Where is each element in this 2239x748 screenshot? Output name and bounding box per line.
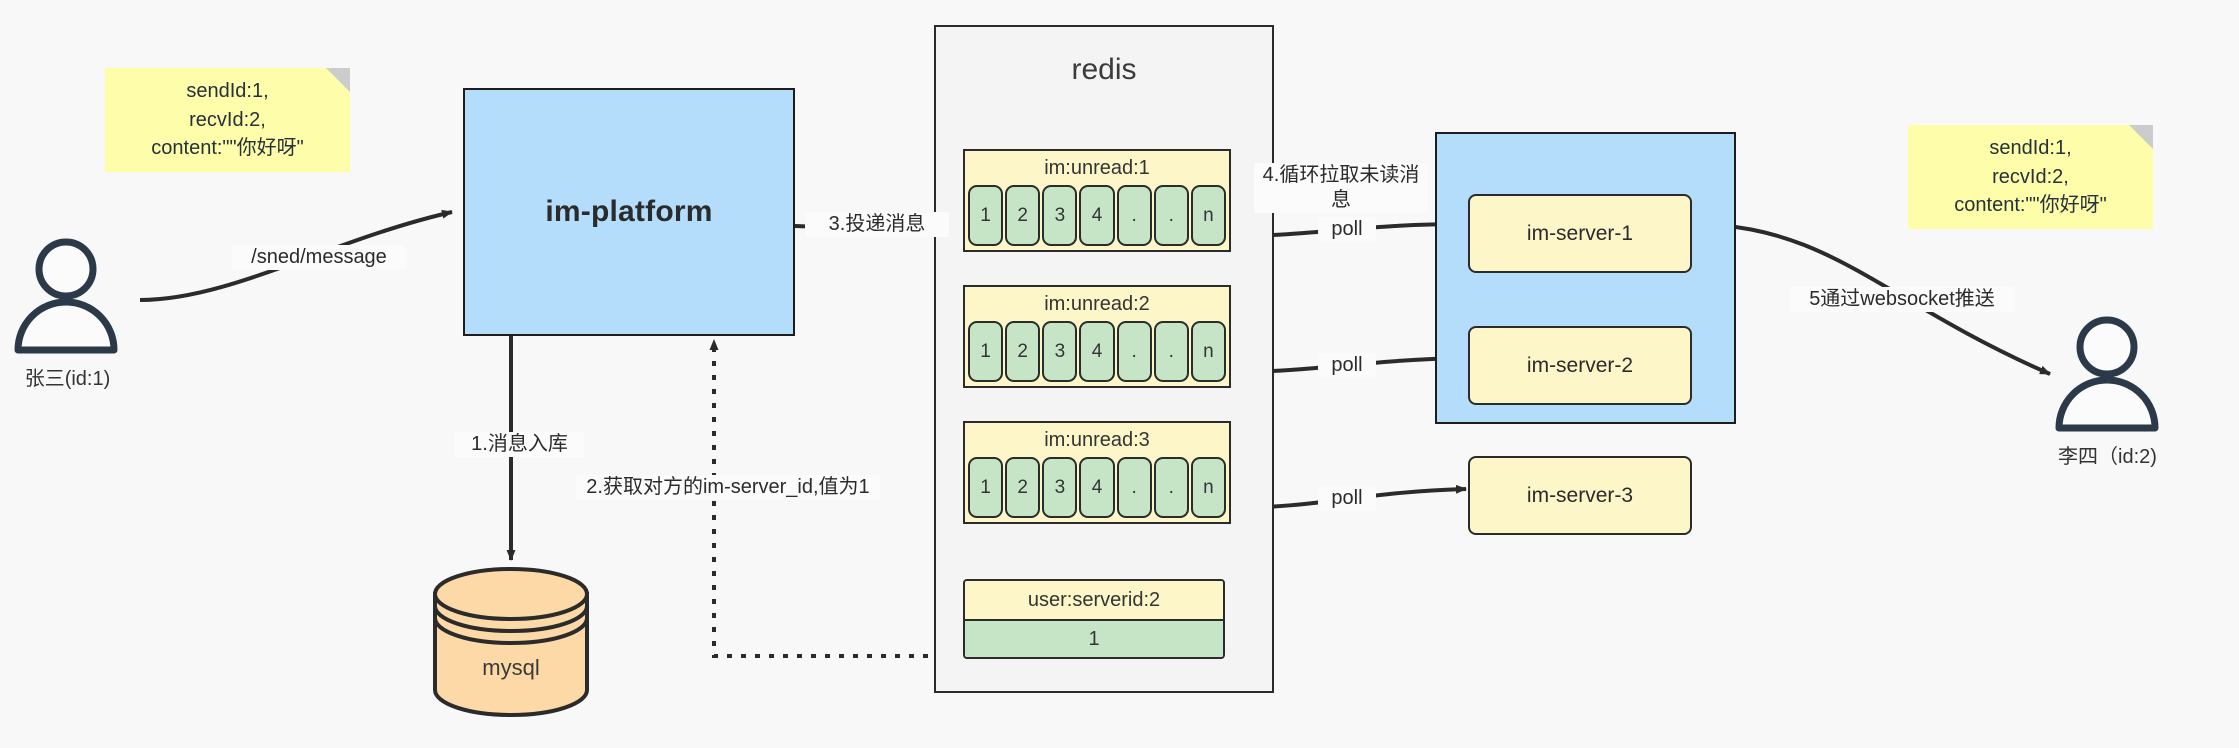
sender-actor-label: 张三(id:1) (24, 368, 111, 390)
edge-label-step2: 2.获取对方的im-server_id,值为1 (576, 475, 880, 500)
redis-cell[interactable]: . (1153, 185, 1189, 246)
redis-cell[interactable]: 3 (1042, 185, 1078, 246)
im-server-1-node[interactable]: im-server-1 (1468, 194, 1692, 273)
redis-title: redis (1071, 53, 1137, 86)
im-server-2-label: im-server-2 (1526, 353, 1634, 377)
redis-kv-value: 1 (965, 619, 1223, 657)
redis-cell[interactable]: 3 (1042, 457, 1078, 518)
mysql-cylinder-icon (433, 567, 589, 717)
im-server-1-label: im-server-1 (1526, 221, 1634, 245)
im-platform-label: im-platform (545, 195, 713, 228)
note-left-message-payload: sendId:1, recvId:2, content:""你好呀" (105, 68, 350, 172)
redis-cell[interactable]: . (1116, 185, 1152, 246)
receiver-actor-icon (2055, 316, 2159, 432)
redis-cell[interactable]: n (1190, 321, 1226, 382)
im-server-2-node[interactable]: im-server-2 (1468, 326, 1692, 405)
edge-label-step5: 5通过websocket推送 (1790, 287, 2014, 312)
edge-label-poll-2: poll (1318, 353, 1376, 378)
redis-cell[interactable]: . (1116, 321, 1152, 382)
im-platform-node[interactable]: im-platform (463, 88, 795, 336)
edge-label-step4: 4.循环拉取未读消 息 (1254, 163, 1428, 213)
redis-kv-user-serverid[interactable]: user:serverid:2 1 (963, 579, 1225, 659)
redis-kv-key: user:serverid:2 (965, 581, 1223, 619)
redis-container: redis im:unread:1 1 2 3 4 . . n im:unrea… (934, 25, 1274, 693)
edge-label-step3: 3.投递消息 (805, 212, 949, 237)
redis-cell[interactable]: n (1190, 185, 1226, 246)
redis-cell[interactable]: 1 (968, 321, 1004, 382)
redis-cell-row: 1 2 3 4 . . n (968, 185, 1226, 246)
note-right-text: sendId:1, recvId:2, content:""你好呀" (1954, 137, 2107, 217)
redis-key-name: im:unread:2 (1044, 293, 1150, 315)
redis-cell[interactable]: 1 (968, 457, 1004, 518)
redis-cell[interactable]: 2 (1005, 185, 1041, 246)
edge-step2-serverid (709, 339, 956, 658)
redis-cell[interactable]: . (1153, 321, 1189, 382)
redis-key-name: im:unread:1 (1044, 157, 1150, 179)
redis-cell[interactable]: . (1153, 457, 1189, 518)
note-right-message-payload: sendId:1, recvId:2, content:""你好呀" (1908, 125, 2153, 229)
edge-label-send-message: /sned/message (232, 245, 406, 270)
redis-cell[interactable]: 4 (1079, 457, 1115, 518)
note-left-text: sendId:1, recvId:2, content:""你好呀" (151, 80, 304, 160)
edge-step5-websocket (1689, 222, 2051, 376)
redis-cell[interactable]: n (1190, 457, 1226, 518)
redis-key-group-im-unread-2[interactable]: im:unread:2 1 2 3 4 . . n (963, 285, 1231, 388)
sender-actor-icon (14, 238, 118, 354)
edge-label-step1: 1.消息入库 (455, 432, 584, 457)
redis-cell[interactable]: . (1116, 457, 1152, 518)
redis-cell[interactable]: 4 (1079, 321, 1115, 382)
edge-label-poll-1: poll (1318, 217, 1376, 242)
redis-cell[interactable]: 1 (968, 185, 1004, 246)
redis-cell[interactable]: 2 (1005, 457, 1041, 518)
redis-cell-row: 1 2 3 4 . . n (968, 457, 1226, 518)
redis-cell[interactable]: 2 (1005, 321, 1041, 382)
redis-cell[interactable]: 3 (1042, 321, 1078, 382)
redis-key-name: im:unread:3 (1044, 429, 1150, 451)
redis-key-group-im-unread-1[interactable]: im:unread:1 1 2 3 4 . . n (963, 149, 1231, 252)
redis-cell[interactable]: 4 (1079, 185, 1115, 246)
mysql-label: mysql (482, 655, 540, 680)
receiver-actor-label: 李四（id:2) (2058, 446, 2157, 468)
im-server-3-label: im-server-3 (1526, 483, 1634, 507)
redis-cell-row: 1 2 3 4 . . n (968, 321, 1226, 382)
im-server-3-node[interactable]: im-server-3 (1468, 456, 1692, 535)
edge-label-poll-3: poll (1318, 486, 1376, 511)
redis-key-group-im-unread-3[interactable]: im:unread:3 1 2 3 4 . . n (963, 421, 1231, 524)
im-server-cluster: im-server-1 im-server-2 im-server-3 (1435, 132, 1736, 535)
